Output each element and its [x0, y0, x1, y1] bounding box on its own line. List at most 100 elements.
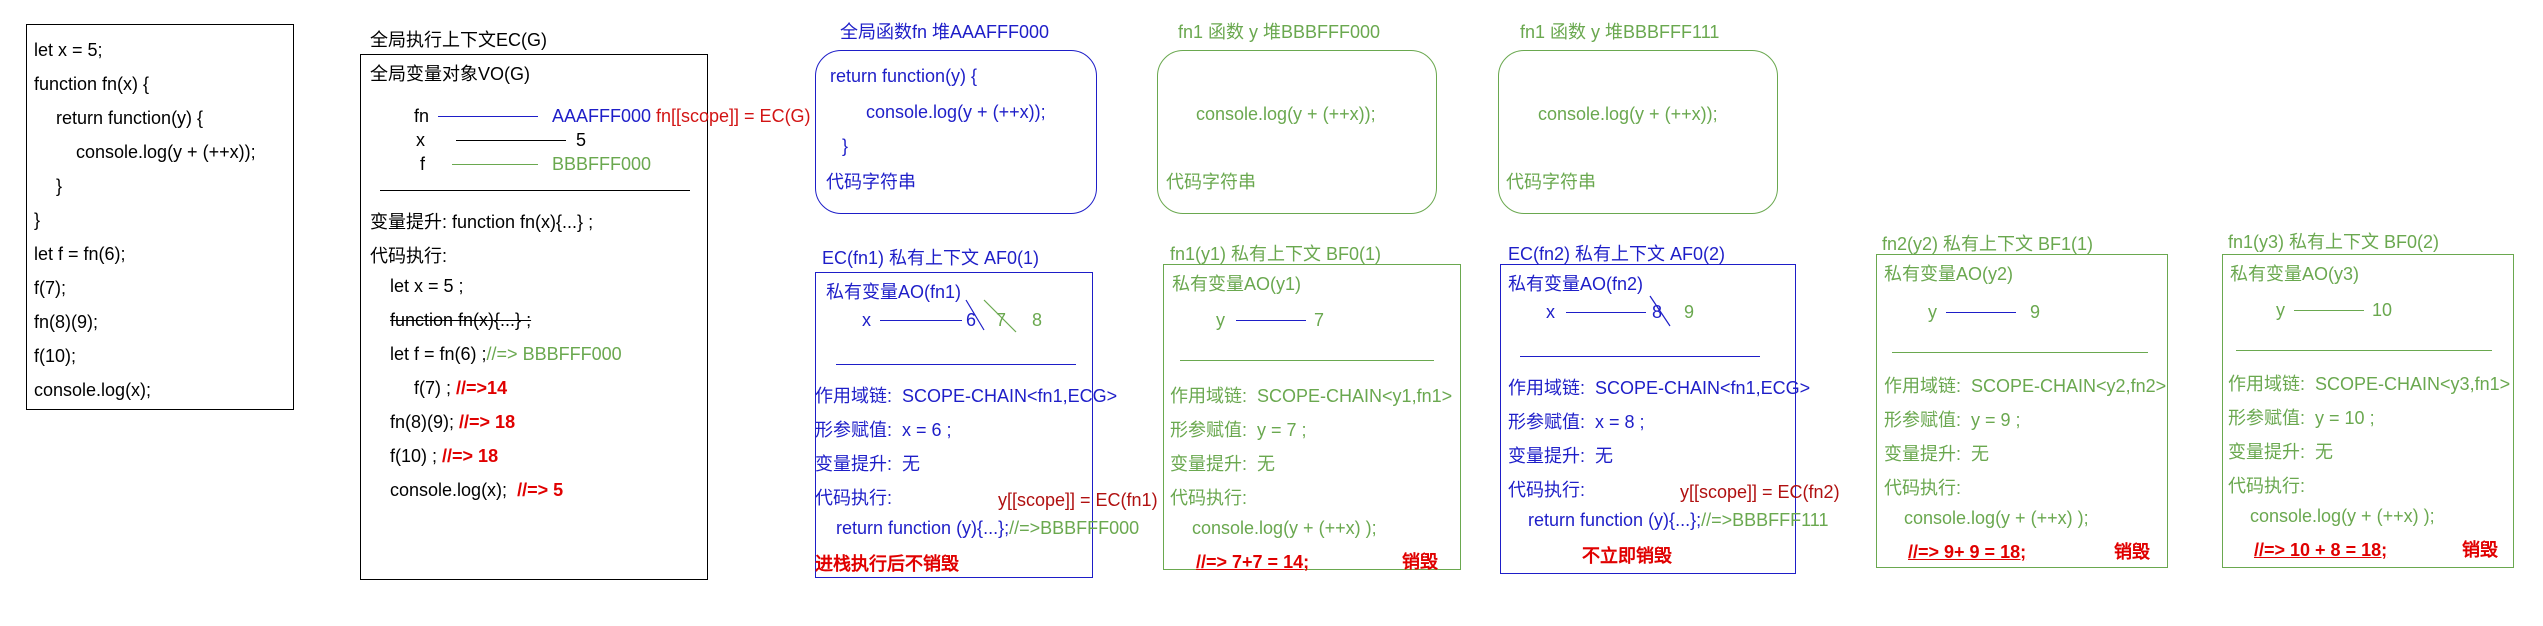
context-box: [2222, 254, 2514, 568]
scope-chain-label: 作用域链:: [1508, 378, 1586, 398]
exec-line: let x = 5 ;: [390, 276, 464, 296]
scope-chain-value: SCOPE-CHAIN<y2,fn2>: [1971, 376, 2167, 396]
heap-title: 全局函数fn 堆AAAFFF000: [840, 22, 1050, 42]
exec-label: 代码执行:: [1170, 488, 1248, 508]
hoist-label: 变量提升:: [1884, 444, 1962, 464]
ecg-var-value: BBBFFF000: [552, 154, 652, 174]
ao-value-old: 7: [996, 310, 1007, 330]
ao-value: 9: [2030, 302, 2041, 322]
ao-var: y: [1928, 302, 1937, 322]
ao-title: 私有变量AO(y1): [1172, 274, 1302, 294]
ao-var: y: [2276, 300, 2285, 320]
divider: [1892, 352, 2148, 353]
divider: [380, 190, 690, 191]
result-note: //=> 10 + 8 = 18;: [2254, 540, 2388, 560]
scope-chain-row: 作用域链: SCOPE-CHAIN<fn1,ECG>: [815, 382, 1117, 408]
exec-result: //=>14: [456, 378, 508, 398]
hoist-value: 无: [1595, 446, 1614, 466]
scope-chain-row: 作用域链: SCOPE-CHAIN<y1,fn1>: [1170, 382, 1452, 408]
context-title: fn1(y3) 私有上下文 BF0(2): [2228, 232, 2440, 252]
exec-comment: //=>BBBFFF000: [1009, 518, 1140, 538]
context-box: [1163, 264, 1461, 570]
heap-title: fn1 函数 y 堆BBBFFF000: [1178, 22, 1381, 42]
status-note: 进栈执行后不销毁: [815, 554, 959, 574]
ecg-exec-title: 代码执行:: [370, 246, 448, 266]
exec-line: fn(8)(9); //=> 18: [390, 412, 515, 433]
context-title: EC(fn2) 私有上下文 AF0(2): [1508, 244, 1726, 264]
ao-title: 私有变量AO(y3): [2230, 264, 2360, 284]
exec-label: 代码执行:: [2228, 476, 2306, 496]
heap-line: }: [842, 136, 849, 156]
exec-result: //=> 18: [442, 446, 499, 466]
code-line: f(10);: [34, 346, 77, 366]
hoist-value: 无: [902, 454, 921, 474]
hoist-label: 变量提升:: [1508, 446, 1586, 466]
strike-marks: [965, 299, 1017, 333]
ecg-var-name: x: [416, 130, 425, 150]
status-note: 销毁: [1402, 552, 1438, 572]
ao-var: x: [862, 310, 871, 330]
pointer-line: [452, 164, 538, 165]
divider: [2236, 350, 2492, 351]
context-box: [1876, 254, 2168, 568]
ecg-var-value: AAAFFF000: [552, 106, 652, 126]
exec-line: console.log(x); //=> 5: [390, 480, 563, 501]
param-label: 形参赋值:: [1170, 420, 1248, 440]
scope-chain-label: 作用域链:: [2228, 374, 2306, 394]
hoist-row: 变量提升: 无: [2228, 438, 2333, 464]
scope-chain-value: SCOPE-CHAIN<y3,fn1>: [2315, 374, 2511, 394]
context-title: fn2(y2) 私有上下文 BF1(1): [1882, 234, 2094, 254]
exec-line: f(7) ; //=>14: [414, 378, 507, 399]
scope-chain-value: SCOPE-CHAIN<fn1,ECG>: [902, 386, 1118, 406]
exec-label: 代码执行:: [1884, 478, 1962, 498]
param-value: x = 6 ;: [902, 420, 952, 440]
pointer-line: [2294, 310, 2364, 311]
ecg-box: [360, 54, 708, 580]
ecg-hoist: 变量提升: function fn(x){...} ;: [370, 212, 594, 232]
exec-comment: //=> BBBFFF000: [486, 344, 622, 364]
context-title: fn1(y1) 私有上下文 BF0(1): [1170, 244, 1382, 264]
ao-value: 10: [2372, 300, 2393, 320]
ao-value: 9: [1684, 302, 1695, 322]
scope-chain-label: 作用域链:: [1884, 376, 1962, 396]
code-line: }: [56, 176, 63, 196]
pointer-line: [456, 140, 566, 141]
exec-code: return function (y){...};: [836, 518, 1010, 538]
ecg-var-value: 5: [576, 130, 587, 150]
hoist-value: 无: [1971, 444, 1990, 464]
heap-box: [1157, 50, 1437, 214]
exec-code: f(7) ;: [414, 378, 452, 398]
pointer-line: [1236, 320, 1306, 321]
scope-note: y[[scope]] = EC(fn2): [1680, 482, 1840, 502]
exec-line: f(10) ; //=> 18: [390, 446, 498, 467]
exec-code: fn(8)(9);: [390, 412, 455, 432]
exec-code: console.log(y + (++x) );: [2250, 506, 2435, 526]
ecg-vo-title: 全局变量对象VO(G): [370, 64, 530, 84]
hoist-label: 变量提升:: [1170, 454, 1248, 474]
scope-chain-row: 作用域链: SCOPE-CHAIN<y3,fn1>: [2228, 370, 2510, 396]
scope-chain-row: 作用域链: SCOPE-CHAIN<fn1,ECG>: [1508, 374, 1810, 400]
param-row: 形参赋值: x = 6 ;: [815, 416, 952, 442]
scope-chain-label: 作用域链:: [815, 386, 893, 406]
divider: [1520, 356, 1760, 357]
ecg-title: 全局执行上下文EC(G): [370, 30, 547, 50]
param-value: y = 10 ;: [2315, 408, 2375, 428]
param-value: y = 7 ;: [1257, 420, 1307, 440]
param-label: 形参赋值:: [1884, 410, 1962, 430]
heap-footer: 代码字符串: [826, 172, 916, 192]
exec-comment: //=>BBBFFF111: [1701, 510, 1829, 530]
hoist-row: 变量提升: 无: [1170, 450, 1275, 476]
result-note: //=> 7+7 = 14;: [1196, 552, 1310, 572]
exec-line: let f = fn(6) ;//=> BBBFFF000: [390, 344, 622, 365]
hoist-row: 变量提升: 无: [1508, 442, 1613, 468]
param-row: 形参赋值: x = 8 ;: [1508, 408, 1645, 434]
code-line: return function(y) {: [56, 108, 204, 128]
ao-value: 7: [1314, 310, 1325, 330]
result-note: //=> 9+ 9 = 18;: [1908, 542, 2027, 562]
scope-chain-label: 作用域链:: [1170, 386, 1248, 406]
heap-box: [815, 50, 1097, 214]
param-label: 形参赋值:: [2228, 408, 2306, 428]
heap-footer: 代码字符串: [1506, 172, 1596, 192]
strike-marks: [1649, 295, 1671, 327]
hoist-label: 变量提升:: [815, 454, 893, 474]
